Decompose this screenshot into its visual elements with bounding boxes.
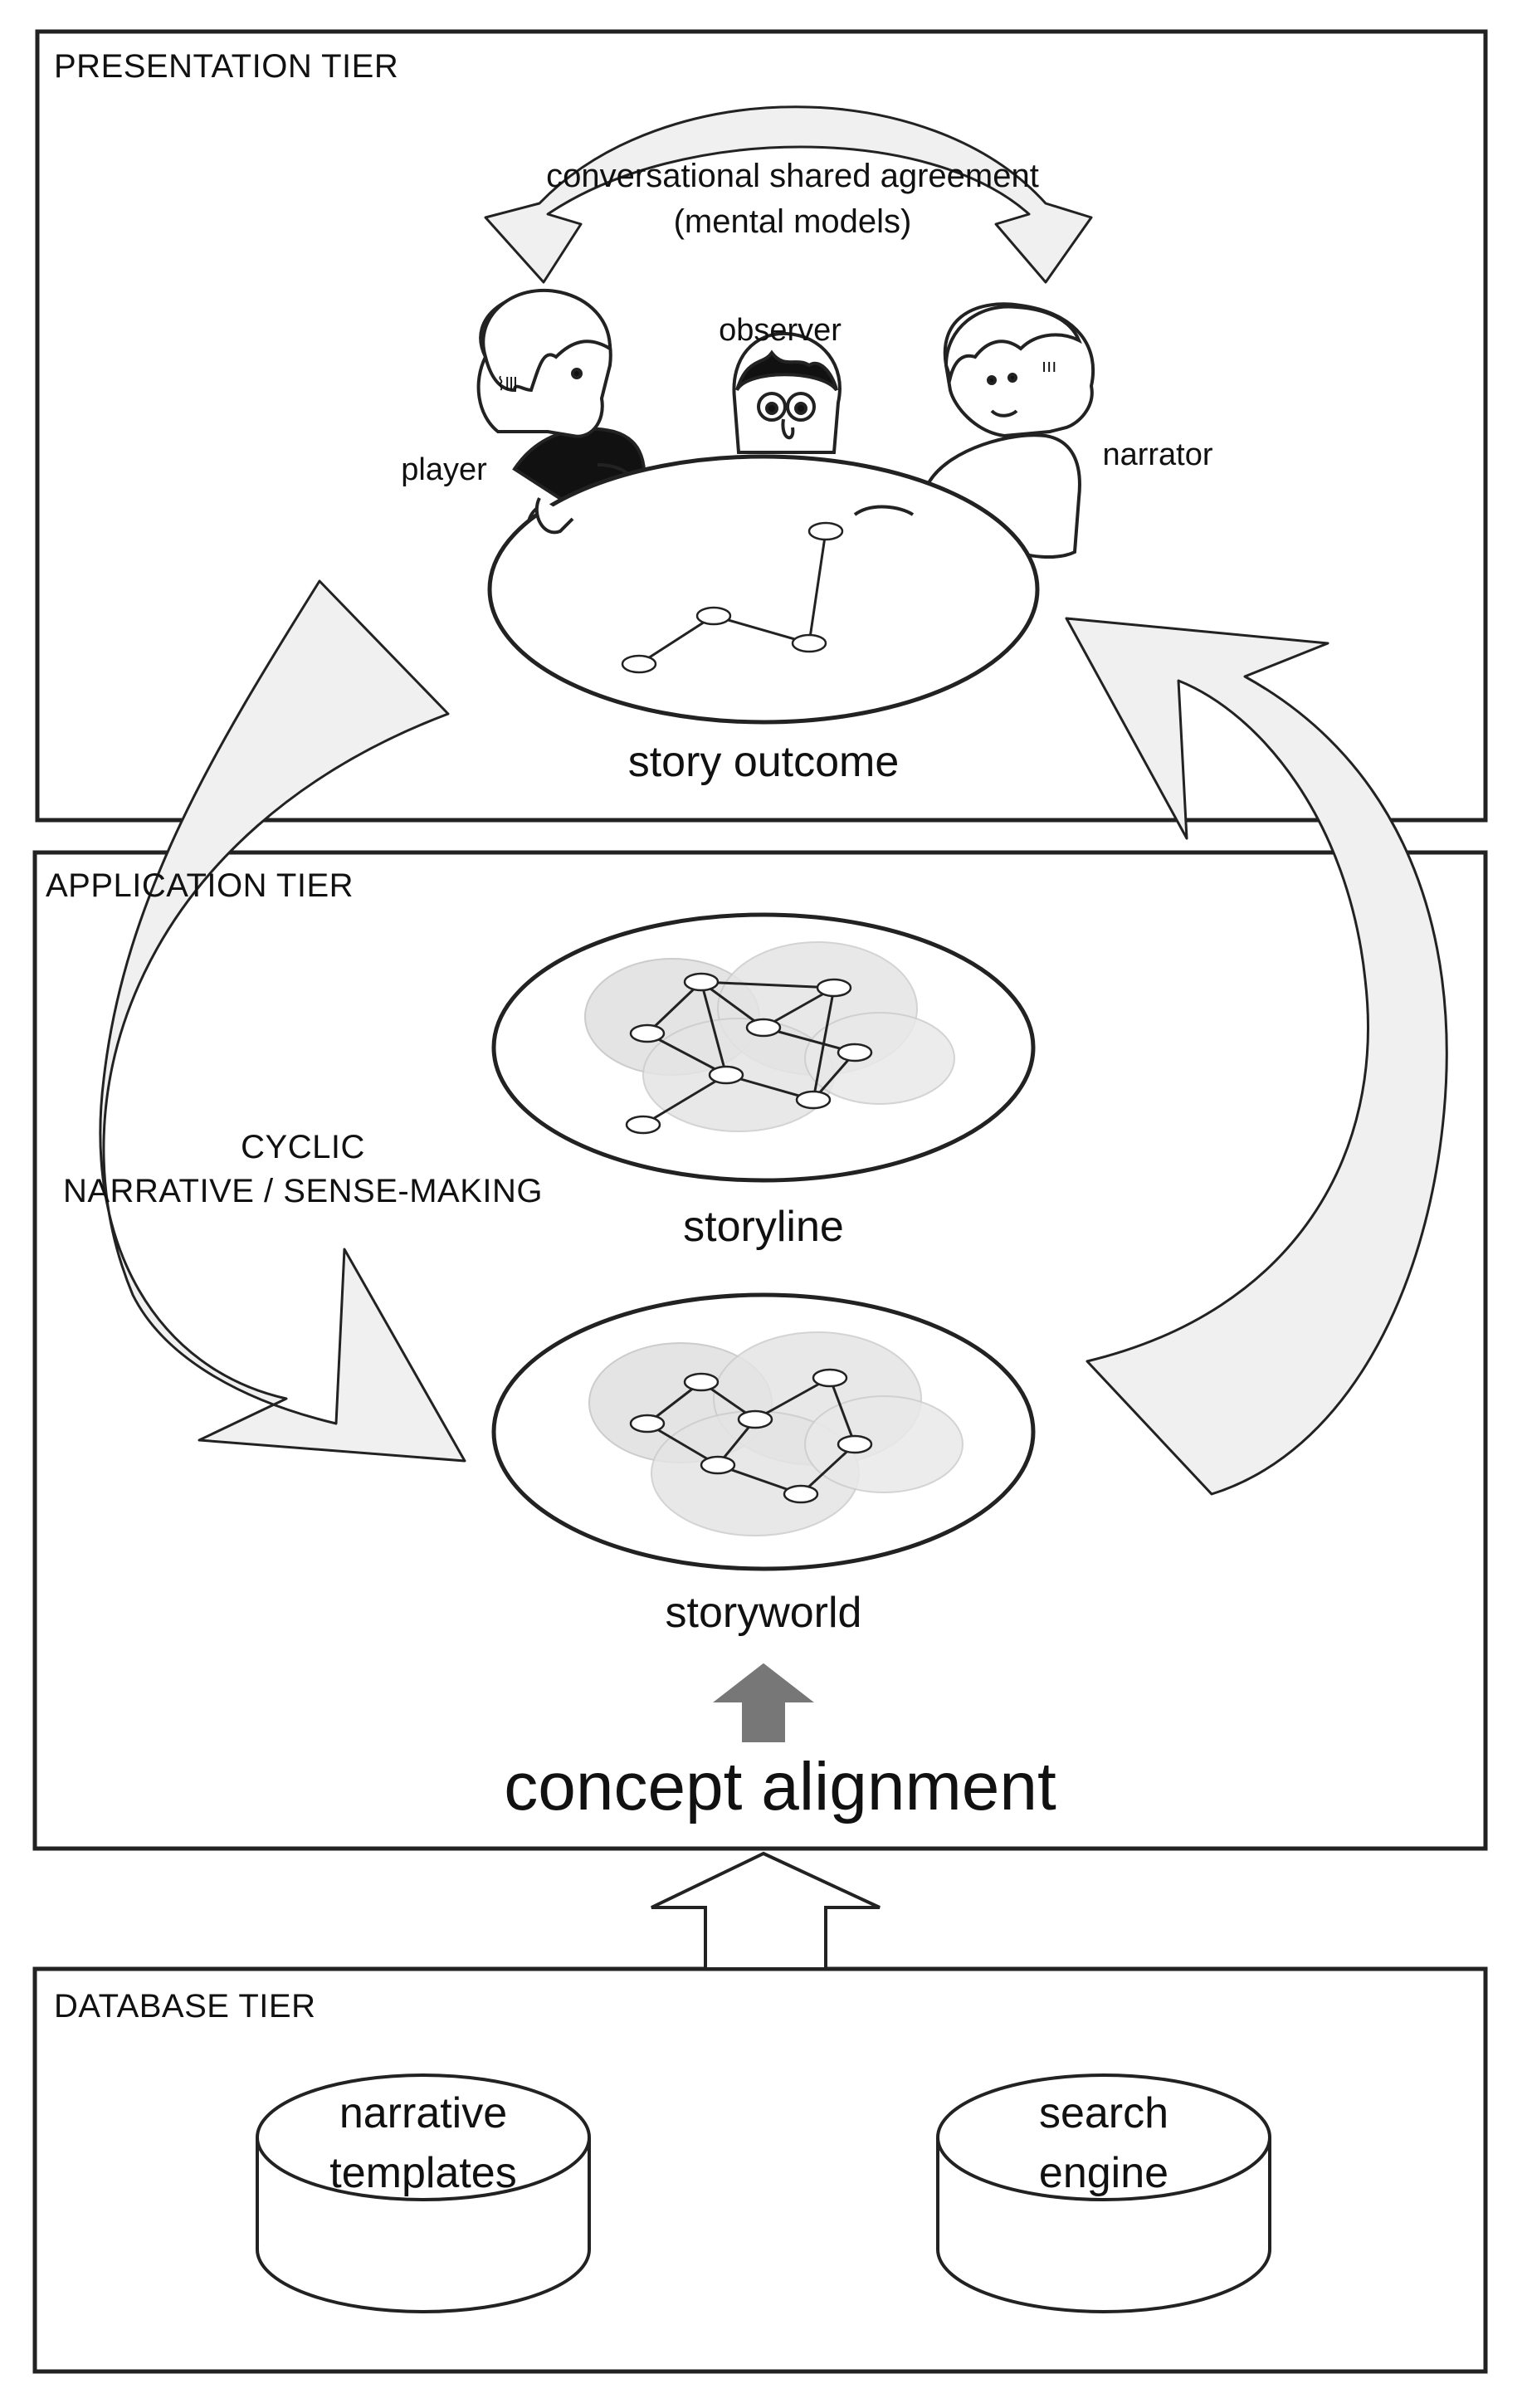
- storyline-cluster: [804, 1012, 955, 1105]
- concept-alignment-label: concept alignment: [504, 1749, 1056, 1824]
- storyline-label: storyline: [683, 1203, 844, 1251]
- agreement-arc-arrow: [484, 105, 1093, 284]
- presentation-tier-box: [35, 29, 1488, 823]
- storyline-node: [837, 1043, 873, 1062]
- narrative-templates-line1: narrative: [339, 2089, 507, 2137]
- search-engine-cylinder: [936, 2073, 1271, 2313]
- observer-figure: [732, 331, 842, 454]
- presentation-tier-label: PRESENTATION TIER: [54, 48, 398, 85]
- agreement-text-line1: conversational shared agreement: [546, 158, 1039, 194]
- story-outcome-label: story outcome: [628, 738, 900, 786]
- storyline-node: [629, 1023, 666, 1043]
- storyline-node: [745, 1018, 782, 1038]
- storyline-node: [795, 1090, 832, 1110]
- storyworld-node: [700, 1455, 736, 1475]
- cyclic-arrow-left: [99, 579, 466, 1463]
- narrative-templates-line2: templates: [329, 2149, 516, 2197]
- storyworld-node: [812, 1368, 848, 1388]
- storyworld-label: storyworld: [666, 1589, 862, 1637]
- storyworld-node: [683, 1372, 720, 1392]
- concept-alignment-up-arrow: [713, 1663, 814, 1742]
- svg-text:⌇lll: ⌇lll: [496, 374, 517, 394]
- svg-text:ııı: ııı: [1042, 355, 1056, 376]
- search-engine-line1: search: [1039, 2089, 1168, 2137]
- player-label: player: [401, 452, 487, 487]
- cyclic-label-line2: NARRATIVE / SENSE-MAKING: [63, 1173, 543, 1209]
- agreement-text-line2: (mental models): [674, 203, 912, 240]
- outcome-node: [695, 606, 732, 626]
- storyline-node: [625, 1115, 661, 1135]
- storyline-node: [683, 972, 720, 992]
- outcome-node: [791, 633, 827, 653]
- story-outcome-graph: [621, 521, 844, 674]
- storyworld-node: [737, 1409, 773, 1429]
- storyworld-graph: [588, 1331, 964, 1536]
- storyworld-node: [783, 1484, 819, 1504]
- outcome-node: [807, 521, 844, 541]
- storyline-graph: [584, 941, 955, 1135]
- storyworld-node: [629, 1414, 666, 1434]
- cyclic-label-line1: CYCLIC: [241, 1129, 365, 1165]
- storyline-node: [708, 1065, 744, 1085]
- database-to-application-arrow: [651, 1851, 881, 1971]
- story-outcome-table: [487, 454, 1040, 725]
- application-tier-box: [32, 850, 1488, 1851]
- cyclic-arrow-right: [1065, 617, 1448, 1496]
- narrative-templates-cylinder: [256, 2073, 591, 2313]
- application-tier-label: APPLICATION TIER: [46, 867, 354, 904]
- database-tier-label: DATABASE TIER: [54, 1988, 315, 2025]
- narrator-pointing-arm: [853, 505, 915, 516]
- storyworld-cluster: [804, 1395, 964, 1493]
- storyline-node: [816, 978, 852, 998]
- player-hands: [534, 497, 574, 535]
- storyworld-node: [837, 1434, 873, 1454]
- observer-label: observer: [719, 313, 842, 348]
- narrator-label: narrator: [1102, 437, 1212, 472]
- outcome-node: [621, 654, 657, 674]
- search-engine-line2: engine: [1039, 2149, 1168, 2197]
